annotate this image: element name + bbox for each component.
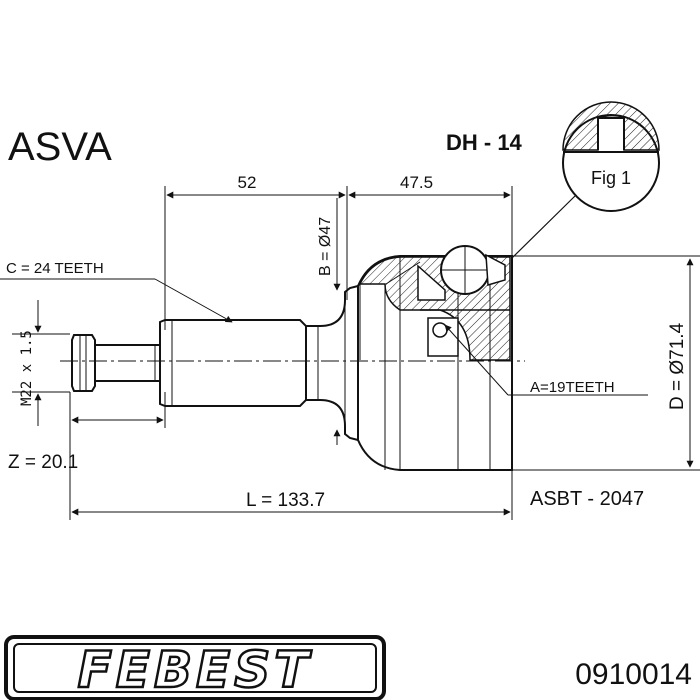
brand-bottom: FEBEST [78, 641, 313, 699]
leader-a-teeth: A=19TEETH [444, 324, 648, 396]
brand-top: ASVA [8, 125, 112, 169]
leader-c-teeth: C = 24 TEETH [0, 260, 233, 323]
fig-label: Fig 1 [591, 168, 631, 188]
thread-label: M22 x 1.5 [19, 330, 35, 406]
cv-joint-outline [71, 255, 513, 471]
febest-logo: FEBEST [4, 635, 386, 700]
z-label: Z = 20.1 [8, 452, 78, 473]
dimension-thread: M22 x 1.5 [12, 300, 70, 426]
dimension-47-5: 47.5 [348, 173, 513, 258]
dimension-l: L = 133.7 [69, 392, 513, 520]
model-code: DH - 14 [446, 130, 523, 155]
fig-detail: Fig 1 [511, 101, 660, 259]
cutaway-section [358, 245, 511, 361]
a-teeth-label: A=19TEETH [530, 379, 615, 396]
c-teeth-label: C = 24 TEETH [6, 260, 104, 277]
alt-part-number: ASBT - 2047 [530, 488, 644, 510]
dim-d-label: D = Ø71.4 [667, 322, 688, 410]
dimension-d: D = Ø71.4 [512, 255, 700, 471]
dim-b-label: B = Ø47 [317, 217, 334, 276]
dim-52-label: 52 [238, 173, 257, 192]
dimension-b: B = Ø47 [317, 198, 341, 445]
dim-47-5-label: 47.5 [400, 173, 433, 192]
dimension-52: 52 [164, 173, 348, 330]
part-number: 0910014 [575, 658, 692, 691]
l-label: L = 133.7 [246, 490, 325, 511]
